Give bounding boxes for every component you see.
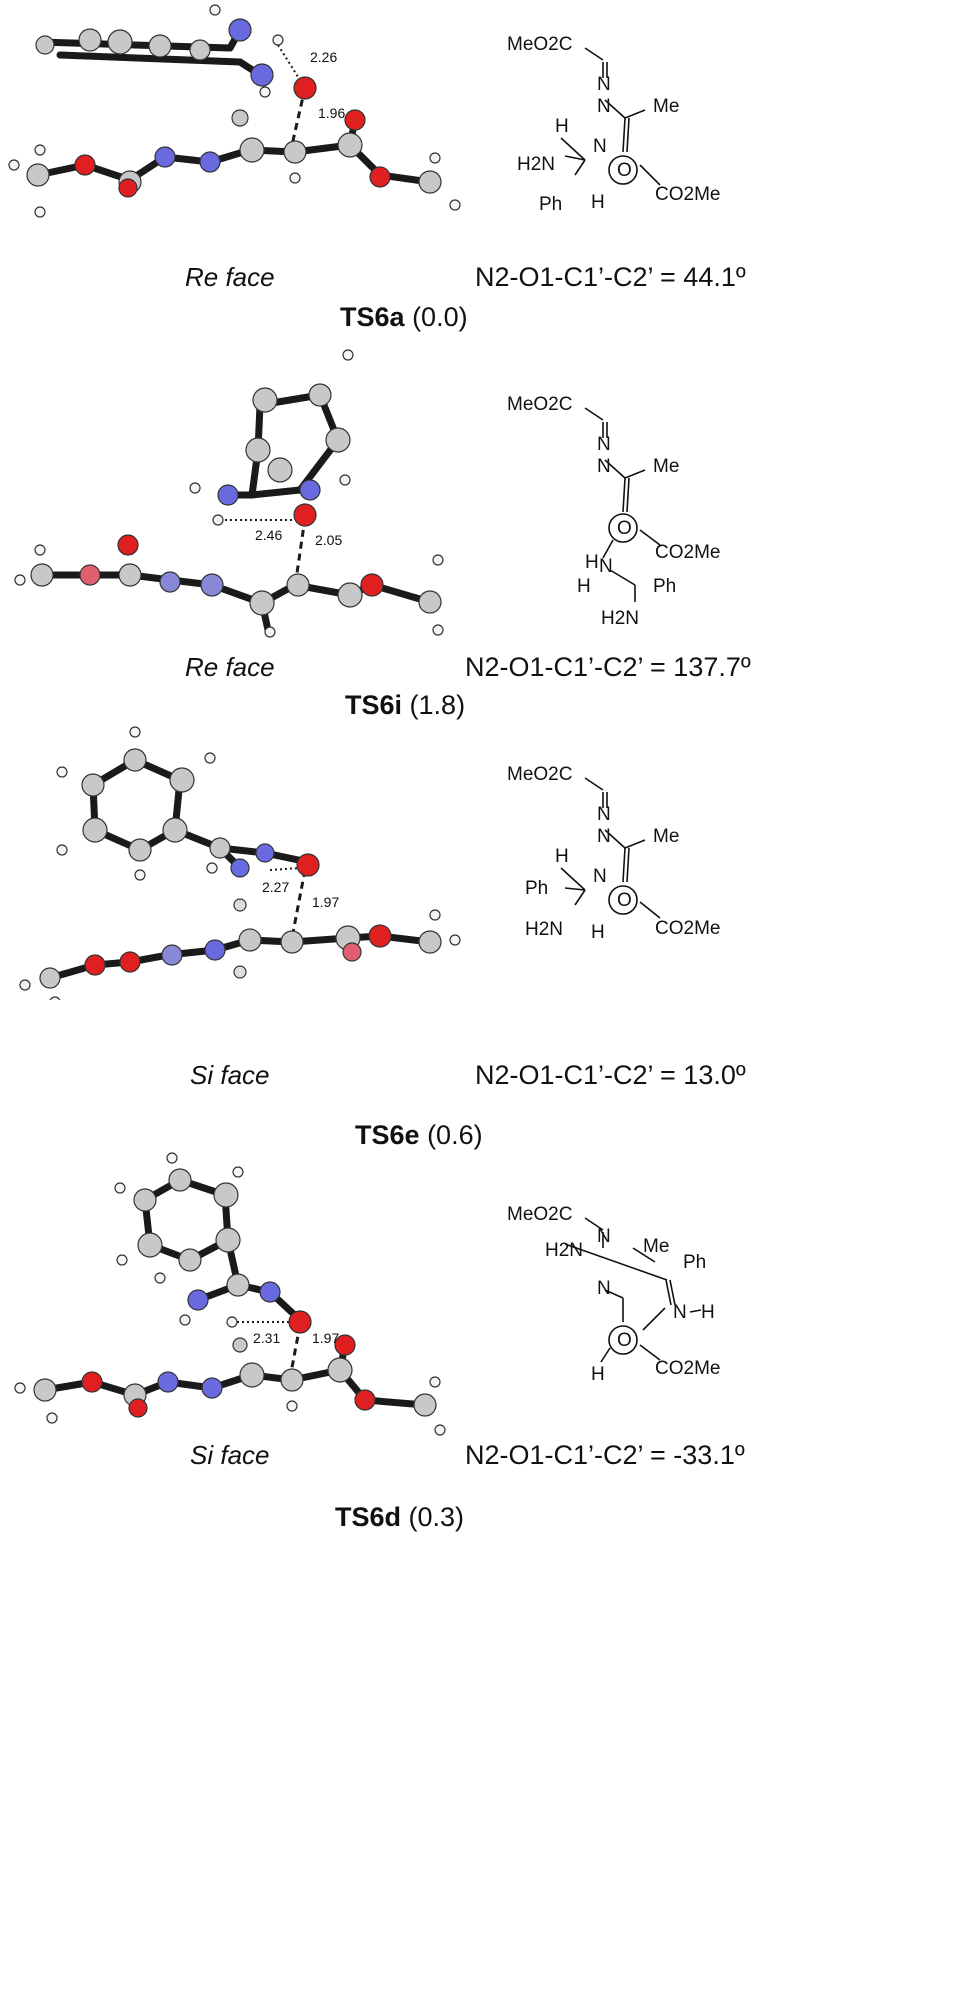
ts-energy: (0.3): [408, 1502, 465, 1532]
ts-energy: (0.6): [427, 1120, 483, 1150]
ts-label: TS6i (1.8): [345, 690, 465, 721]
scheme-label: N: [597, 96, 611, 117]
scheme-label: Ph: [653, 576, 676, 597]
scheme-label: N: [597, 804, 611, 825]
scheme-label: H2N: [601, 608, 639, 629]
scheme-label: H: [591, 922, 605, 943]
scheme-label: H: [591, 192, 605, 213]
scheme-label: Me: [653, 456, 679, 477]
dihedral-angle: N2-O1-C1’-C2’ = 137.7º: [465, 652, 751, 682]
distance-label: 1.97: [312, 894, 339, 910]
ts-energy: (0.0): [412, 302, 468, 332]
scheme-label: O: [617, 160, 632, 181]
scheme-label: H: [555, 116, 569, 137]
scheme-label: Ph: [525, 878, 548, 899]
scheme-label: MeO2C: [507, 1204, 572, 1225]
scheme-label: H2N: [517, 154, 555, 175]
scheme-label: N: [597, 74, 611, 95]
ts-name: TS6d: [335, 1502, 402, 1532]
ts-label: TS6e (0.6): [355, 1120, 483, 1151]
scheme-label: N: [597, 1226, 611, 1247]
scheme-ts6e: MeO2C N N Me H N Ph H2N O H CO2Me: [507, 764, 720, 943]
panel-ts6i: 2.46 2.05 MeO2C N N Me O CO2Me H N H Ph …: [0, 340, 980, 720]
distance-label: 2.26: [310, 49, 337, 65]
scheme-label: O: [617, 518, 632, 539]
face-label: Re face: [185, 262, 275, 292]
scheme-label: H2N: [545, 1240, 583, 1261]
molecule-3d-ts6e: 2.27 1.97: [19, 726, 461, 1000]
scheme-label: N: [673, 1302, 687, 1323]
ts-name: TS6e: [355, 1120, 420, 1150]
scheme-label: Me: [643, 1236, 669, 1257]
distance-label: 1.97: [312, 1330, 339, 1346]
molecule-3d-ts6d: 2.31 1.97: [14, 1152, 446, 1436]
scheme-label: H: [577, 576, 591, 597]
distance-label: 2.27: [262, 879, 289, 895]
scheme-ts6a: MeO2C N N Me H N H2N Ph O H CO2Me: [507, 34, 720, 215]
molecule-3d-ts6a: 2.26 1.96: [8, 4, 461, 218]
ts-name: TS6i: [345, 690, 403, 720]
molecule-3d-ts6i: 2.46 2.05: [14, 349, 444, 638]
scheme-label: N: [593, 136, 607, 157]
scheme-label: H: [591, 1364, 605, 1385]
scheme-label: Me: [653, 826, 679, 847]
scheme-label: O: [617, 1330, 632, 1351]
scheme-ts6i: MeO2C N N Me O CO2Me H N H Ph H2N: [507, 394, 720, 629]
face-label: Re face: [185, 652, 275, 682]
panel-ts6e: 2.27 1.97 MeO2C N N Me H N Ph H2N O H CO…: [0, 720, 980, 1160]
scheme-label: H: [555, 846, 569, 867]
scheme-label: N: [597, 434, 611, 455]
scheme-label: Me: [653, 96, 679, 117]
face-label: Si face: [190, 1440, 270, 1470]
scheme-label: Ph: [683, 1252, 706, 1273]
ts-name: TS6a: [340, 302, 405, 332]
face-label: Si face: [190, 1060, 270, 1090]
scheme-label: MeO2C: [507, 34, 572, 55]
dihedral-angle: N2-O1-C1’-C2’ = -33.1º: [465, 1440, 745, 1470]
scheme-label: N: [593, 866, 607, 887]
scheme-label: CO2Me: [655, 542, 720, 563]
scheme-label: MeO2C: [507, 764, 572, 785]
distance-label: 2.46: [255, 527, 282, 543]
scheme-label: CO2Me: [655, 918, 720, 939]
scheme-label: N: [597, 1278, 611, 1299]
panel-ts6d: 2.31 1.97 MeO2C N H2N Me Ph N N H O H CO…: [0, 1150, 980, 2000]
scheme-label: N: [599, 556, 613, 577]
scheme-label: N: [597, 826, 611, 847]
scheme-label: O: [617, 890, 632, 911]
scheme-ts6d: MeO2C N H2N Me Ph N N H O H CO2Me: [507, 1204, 720, 1385]
distance-label: 2.31: [253, 1330, 280, 1346]
scheme-label: H2N: [525, 919, 563, 940]
scheme-label: Ph: [539, 194, 562, 215]
scheme-label: CO2Me: [655, 1358, 720, 1379]
distance-label: 2.05: [315, 532, 342, 548]
ts-label: TS6d (0.3): [335, 1502, 464, 1533]
dihedral-angle: N2-O1-C1’-C2’ = 44.1º: [475, 262, 746, 292]
scheme-label: H: [701, 1302, 715, 1323]
scheme-label: N: [597, 456, 611, 477]
scheme-label: MeO2C: [507, 394, 572, 415]
dihedral-angle: N2-O1-C1’-C2’ = 13.0º: [475, 1060, 746, 1090]
distance-label: 1.96: [318, 105, 345, 121]
ts-energy: (1.8): [409, 690, 466, 720]
scheme-label: CO2Me: [655, 184, 720, 205]
panel-ts6a: 2.26 1.96 MeO2C N N Me H N H2N Ph O H CO…: [0, 0, 980, 340]
ts-label: TS6a (0.0): [340, 302, 468, 333]
scheme-label: H: [585, 552, 599, 573]
